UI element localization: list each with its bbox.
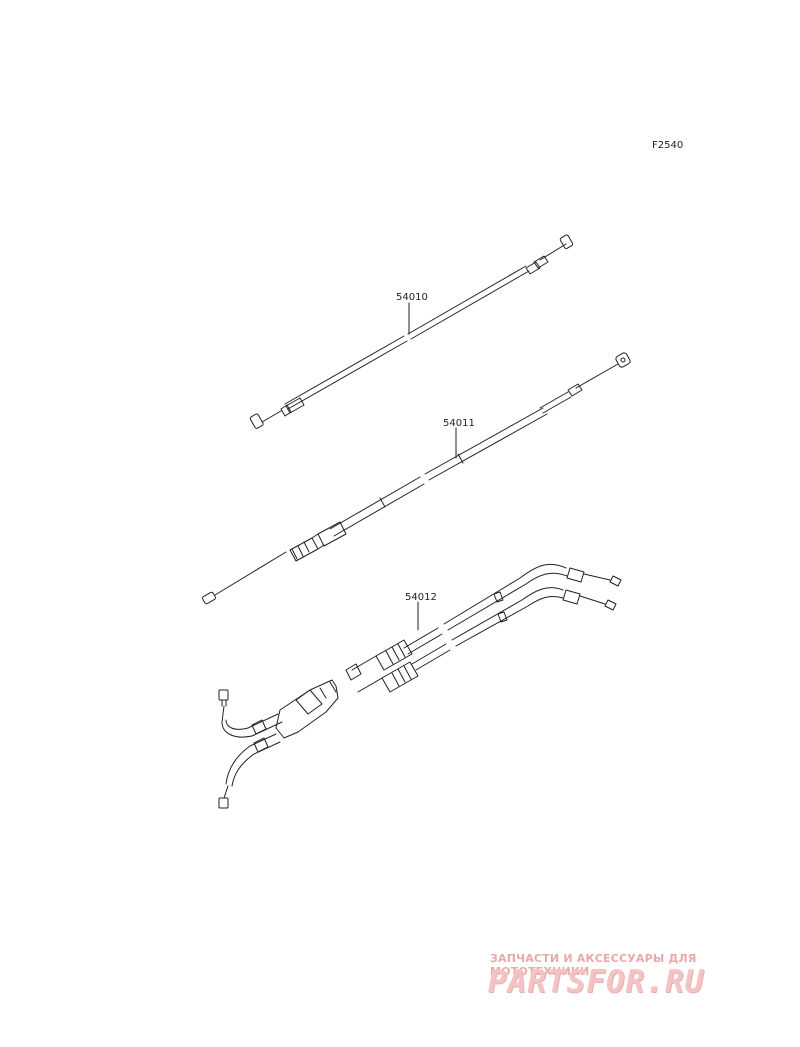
cable-54010[interactable]: [249, 234, 574, 429]
part-label-54012: 54012: [405, 592, 437, 603]
cable-54011[interactable]: [202, 352, 631, 605]
cable-54012[interactable]: [218, 563, 622, 809]
watermark-tagline: ЗАПЧАСТИ И АКСЕССУАРЫ ДЛЯ МОТОТЕХНИКИ: [490, 952, 697, 978]
part-label-54010: 54010: [396, 292, 428, 303]
part-label-54011: 54011: [443, 418, 475, 429]
figure-reference: F2540: [652, 140, 684, 151]
watermark-logo: PARTSFOR.RU: [488, 964, 705, 1000]
